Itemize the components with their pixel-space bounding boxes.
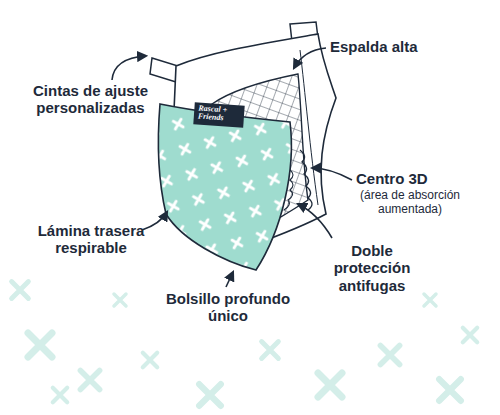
background-x xyxy=(199,384,221,406)
background-x xyxy=(424,294,436,306)
background-x xyxy=(143,353,157,367)
part-label: Lámina trasera respirable xyxy=(36,222,146,257)
brand-badge xyxy=(193,102,244,127)
part-label: Bolsillo profundo único xyxy=(158,290,298,325)
background-x xyxy=(318,373,342,397)
brand-logo: Rascal + Friends xyxy=(197,104,242,124)
background-x xyxy=(439,379,461,401)
background-x xyxy=(80,370,99,389)
background-x xyxy=(262,342,279,359)
leader-arrow xyxy=(142,212,167,230)
leader-arrow xyxy=(298,204,332,238)
part-note: (área de absorción aumentada) xyxy=(345,189,475,217)
left-tab xyxy=(150,58,178,82)
background-x xyxy=(28,333,52,357)
background-x xyxy=(53,388,67,402)
leader-arrow xyxy=(294,48,326,68)
front-pocket xyxy=(158,104,291,270)
background-pattern xyxy=(12,282,478,406)
part-label: Cintas de ajuste personalizadas xyxy=(28,82,153,117)
background-x xyxy=(114,294,126,306)
leader-arrow xyxy=(226,272,233,287)
leak-cuff xyxy=(300,150,312,210)
background-x xyxy=(12,282,29,299)
background-x xyxy=(380,345,399,364)
background-x xyxy=(463,328,477,342)
part-label: Centro 3D xyxy=(356,170,466,187)
leader-arrow xyxy=(112,56,146,80)
part-label: Doble protección antifugas xyxy=(322,242,422,294)
part-label: Espalda alta xyxy=(330,38,450,55)
leader-arrow xyxy=(312,168,352,180)
